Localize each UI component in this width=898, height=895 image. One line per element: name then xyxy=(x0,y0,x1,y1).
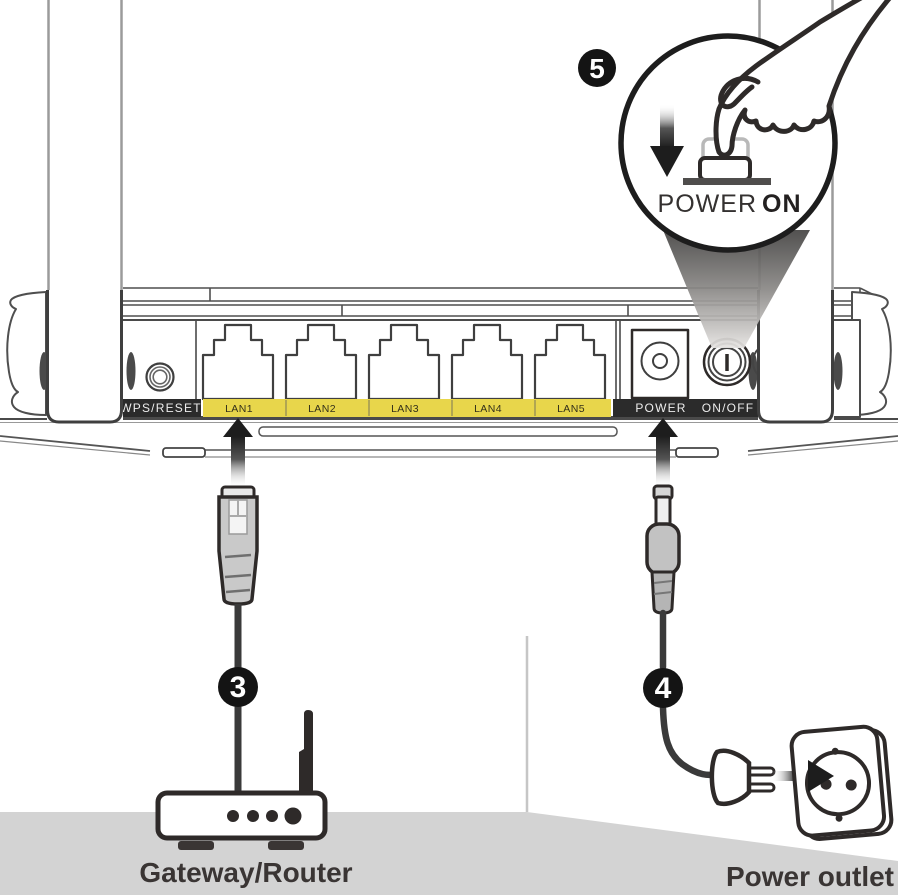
gateway-foot xyxy=(178,841,214,850)
press-arrow-shaft xyxy=(660,104,674,148)
device-foot xyxy=(162,447,206,458)
power-on-label: POWER xyxy=(658,190,757,218)
gateway-box xyxy=(155,790,328,841)
dc-barrel xyxy=(645,522,681,576)
lan-strip-dividers xyxy=(285,400,536,416)
plug-arrow-shaft xyxy=(772,771,810,781)
wps-reset-button xyxy=(145,362,175,392)
power-on-label-bold: ON xyxy=(762,190,802,218)
plug-prong xyxy=(746,782,776,793)
lan2-port xyxy=(284,323,358,401)
dc-ridge xyxy=(653,580,673,584)
step4-power: 4 Power outlet xyxy=(643,418,894,892)
step3-ethernet: 3 Gateway/Router xyxy=(139,418,353,888)
gateway-router-illustration xyxy=(155,710,328,850)
gateway-antenna xyxy=(299,710,313,793)
power-outlet-illustration xyxy=(789,724,894,841)
lan4-port xyxy=(450,323,524,401)
press-arrow-head xyxy=(650,146,684,177)
lan3-port xyxy=(367,323,441,401)
lan2-label: LAN2 xyxy=(308,403,336,415)
step3-number: 3 xyxy=(230,671,247,704)
spotlight-cone xyxy=(663,230,810,348)
power-strip xyxy=(613,399,760,417)
bottom-groove xyxy=(258,426,618,437)
power-up-arrow-shaft xyxy=(656,436,670,488)
lan-strip xyxy=(203,399,611,417)
dc-connector xyxy=(645,484,681,615)
wps-reset-label: WPS/RESET xyxy=(120,401,201,415)
device-foot xyxy=(675,447,719,458)
hand-outline xyxy=(713,0,892,158)
lan-ports xyxy=(201,323,607,401)
wps-strip xyxy=(122,399,201,417)
step5-callout: POWER ON 5 xyxy=(578,0,892,348)
step4-number: 4 xyxy=(655,672,672,705)
floor xyxy=(0,636,898,895)
left-antenna xyxy=(46,0,123,424)
gateway-caption: Gateway/Router xyxy=(139,857,352,888)
plug-arrow-head xyxy=(808,760,834,792)
power-up-arrow-head xyxy=(648,418,678,437)
lan5-port xyxy=(533,323,607,401)
outlet-screw xyxy=(835,814,843,822)
lan1-up-arrow-head xyxy=(223,418,253,437)
antenna-hinge xyxy=(126,352,136,390)
wps-ring xyxy=(152,369,168,385)
left-pillar xyxy=(6,291,47,416)
outlet-hole xyxy=(845,779,857,791)
step5-number: 5 xyxy=(589,53,605,84)
power-label: POWER xyxy=(635,401,686,415)
power-plug xyxy=(709,748,776,806)
antenna-hinge xyxy=(833,352,843,390)
rj45-ridge xyxy=(225,588,251,594)
lan3-label: LAN3 xyxy=(391,403,419,415)
rj45-connector xyxy=(217,485,259,606)
outlet-screw xyxy=(831,747,839,755)
lan1-up-arrow-shaft xyxy=(231,436,245,488)
rj45-ridge xyxy=(224,553,252,559)
power-jack-pin xyxy=(652,353,668,369)
step3-badge xyxy=(218,667,258,707)
button-pressed xyxy=(698,156,752,182)
plug-body xyxy=(709,748,752,806)
dc-ridge xyxy=(653,591,673,595)
lan5-label: LAN5 xyxy=(557,403,585,415)
right-antenna-base xyxy=(757,290,834,424)
rj45-ridge xyxy=(224,573,252,579)
lan4-label: LAN4 xyxy=(474,403,502,415)
power-jack xyxy=(630,328,690,400)
outlet-caption: Power outlet xyxy=(726,861,894,892)
gateway-led xyxy=(266,810,278,822)
button-base xyxy=(683,178,771,185)
lan1-label: LAN1 xyxy=(225,403,253,415)
gateway-led xyxy=(227,810,239,822)
gateway-led xyxy=(247,810,259,822)
step5-badge xyxy=(578,49,616,87)
plug-prong xyxy=(746,766,776,777)
lan1-port xyxy=(201,323,275,401)
onoff-label: ON/OFF xyxy=(702,401,755,415)
onoff-switch xyxy=(702,337,792,387)
router-rear-panel: WPS/RESET LAN1 LAN2 LAN3 LAN4 LAN5 POWER… xyxy=(0,287,898,458)
gateway-led xyxy=(284,807,302,825)
left-antenna-base xyxy=(46,290,123,424)
gateway-foot xyxy=(268,841,304,850)
right-pillar xyxy=(851,291,892,416)
pressing-hand-icon xyxy=(713,0,892,158)
device-bottom xyxy=(0,418,898,458)
hand-curl-detail xyxy=(718,76,761,110)
step4-badge xyxy=(643,668,683,708)
